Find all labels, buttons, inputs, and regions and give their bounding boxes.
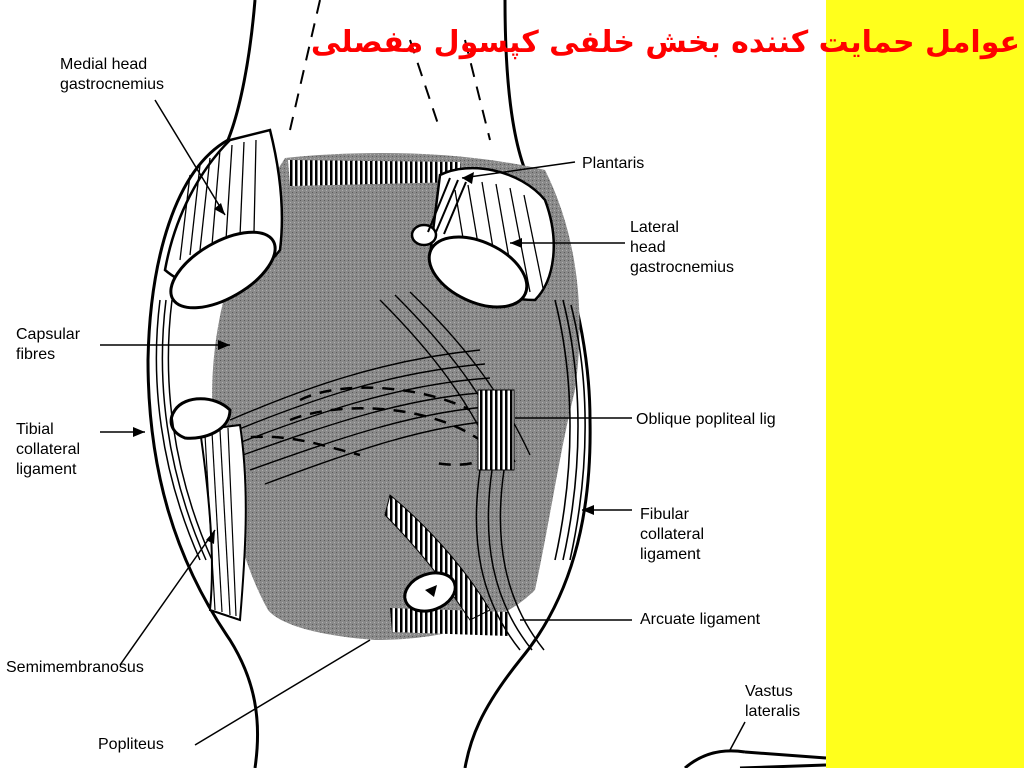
capsule-upper-hatch (288, 160, 462, 186)
capsule-lower-hatch (390, 608, 510, 636)
label-fibular-collateral-ligament: Fibular collateral ligament (640, 506, 705, 563)
oblique-popliteal-dashed (229, 386, 488, 466)
label-vastus-lateralis: Vastus lateralis (745, 683, 801, 720)
side-color-band (826, 0, 1024, 768)
slide-title: عوامل حمايت کننده بخش خلفی کپسول مفصلی (310, 25, 1020, 60)
tibial-collateral-ligament (155, 299, 213, 561)
popliteus-tendon (384, 494, 491, 621)
label-semimembranosus: Semimembranosus (6, 659, 144, 676)
label-arcuate-ligament: Arcuate ligament (640, 611, 761, 628)
label-oblique-popliteal-ligament: Oblique popliteal lig (636, 411, 776, 428)
plantaris (427, 177, 467, 235)
label-medial-head-gastrocnemius: Medial head gastrocnemius (60, 56, 165, 93)
label-popliteus: Popliteus (98, 736, 164, 753)
vastus-lateralis-shape (684, 749, 827, 768)
label-tibial-collateral-ligament: Tibial collateral ligament (16, 421, 81, 478)
semimembranosus-tendon (169, 397, 247, 622)
label-plantaris: Plantaris (582, 155, 645, 172)
medial-head-gastrocnemius (163, 128, 284, 310)
arcuate-ligament (475, 389, 545, 651)
leader-lines (100, 99, 746, 751)
label-capsular-fibres: Capsular fibres (16, 326, 81, 363)
arrow-heads (133, 172, 594, 597)
fibular-collateral-ligament (554, 299, 586, 561)
thigh-dashed-lines (289, 0, 491, 141)
label-lateral-head-gastrocnemius: Lateral head gastrocnemius (630, 219, 735, 276)
